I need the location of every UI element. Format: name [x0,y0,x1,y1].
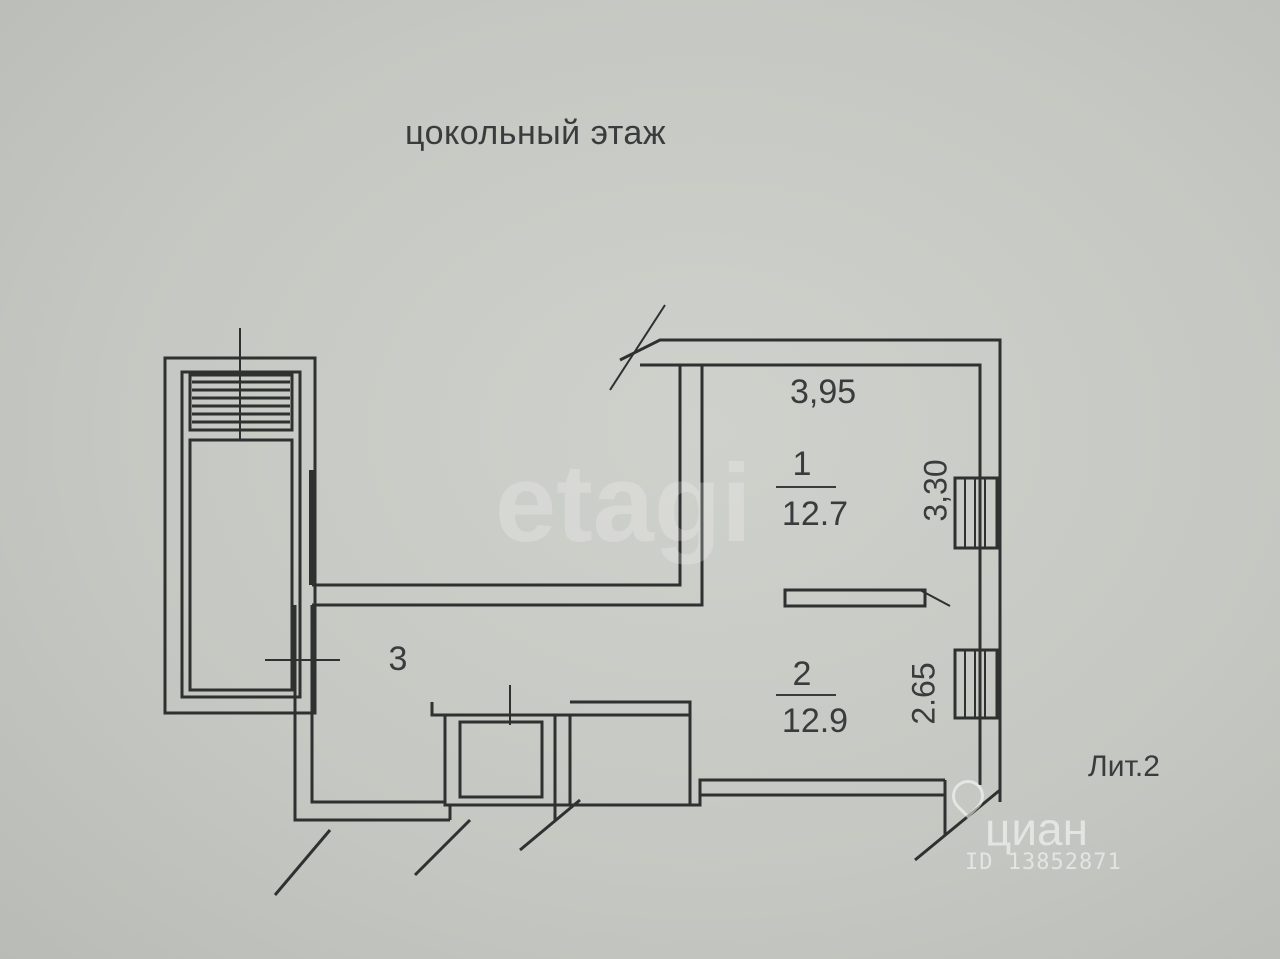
mid-wall [783,588,927,608]
lower-left-wall [293,605,450,822]
cian-id-watermark: ID 13852871 [965,850,1122,875]
room-1-area: 12.7 [781,495,849,533]
cut-lines [273,788,1001,896]
room-2-area: 12.9 [781,702,849,740]
etagi-watermark: etagi [495,442,752,565]
top-wall-break [609,304,666,391]
left-inner-panel [188,438,294,692]
closet-left-inner [458,720,544,799]
room-1-fraction-line [776,486,836,488]
room-2-fraction-line [776,694,836,696]
top-wall-outer [619,338,1002,802]
lit-label: Лит.2 [1088,750,1160,783]
top-dimension-label: 3,95 [790,373,857,411]
side-dimension-lower: 2.65 [905,662,942,725]
partition-vertical [312,365,682,587]
cian-watermark: циан [985,803,1089,855]
partition-vertical-inner [312,365,704,607]
lower-left-wall-inner [310,605,445,804]
closet-right [568,713,692,807]
plan-title: цокольный этаж [405,114,667,152]
top-wall-inner [640,363,982,785]
room-3-number: 3 [388,640,408,678]
room-2-number: 2 [792,655,812,693]
side-dimension-upper: 3,30 [917,459,954,522]
room-1-number: 1 [792,445,812,483]
closet-top [430,700,692,717]
lower-bottom-wall [448,778,945,820]
